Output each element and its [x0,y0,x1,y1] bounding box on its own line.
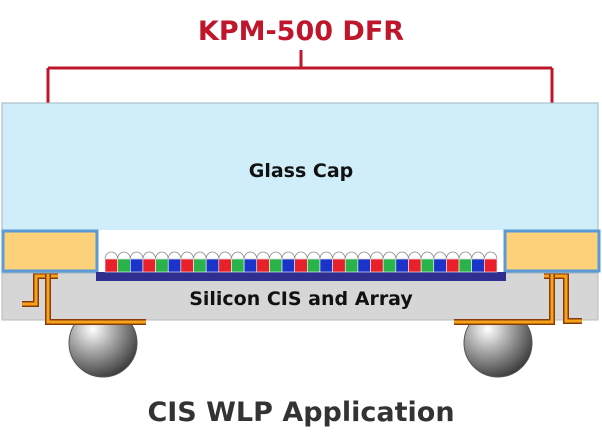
color-filter-pixel [471,258,485,273]
silicon-label: Silicon CIS and Array [189,288,413,310]
color-filter-pixel [344,258,359,273]
dfr-block-left [1,229,99,273]
diagram-caption: CIS WLP Application [147,397,454,428]
color-filter-pixel [382,258,397,273]
color-filter-pixel [205,258,220,273]
color-filter-pixel [256,258,270,273]
color-filter-pixel [243,258,258,273]
microlens-icon [483,251,498,260]
color-filter-pixel [446,258,460,273]
color-filter-pixel [104,258,118,273]
left-lead [22,273,146,325]
color-filter-pixel [294,258,308,273]
color-filter-pixel [420,258,435,273]
color-filter-pixel [357,258,371,273]
color-filter-pixel [281,258,295,273]
color-filter-pixel [395,258,409,273]
product-title: KPM-500 DFR [198,16,404,47]
color-filter-pixel [319,258,333,273]
color-filter-pixel [484,258,498,273]
color-filter-pixel [193,258,207,273]
color-filter-pixel [142,258,156,273]
color-filter-pixel [408,258,422,273]
right-lead [454,273,582,325]
color-filter-pixel [167,258,182,273]
color-filter-pixel [307,258,321,273]
color-filter-pixel [458,258,473,273]
color-filter-pixel [180,258,194,273]
color-filter-pixel [269,258,283,273]
color-filter-pixel [231,258,245,273]
color-filter-pixel [117,258,131,273]
color-filter-pixel [129,258,144,273]
color-filter-pixel [433,258,447,273]
color-filter-pixel [155,258,169,273]
glass-cap-label: Glass Cap [249,160,354,182]
color-filter-pixel [332,258,346,273]
color-filter-pixel [218,258,232,273]
dfr-block-right [503,229,601,273]
pixel-array [96,251,506,281]
color-filter-pixel [370,258,384,273]
array-base [96,272,506,281]
